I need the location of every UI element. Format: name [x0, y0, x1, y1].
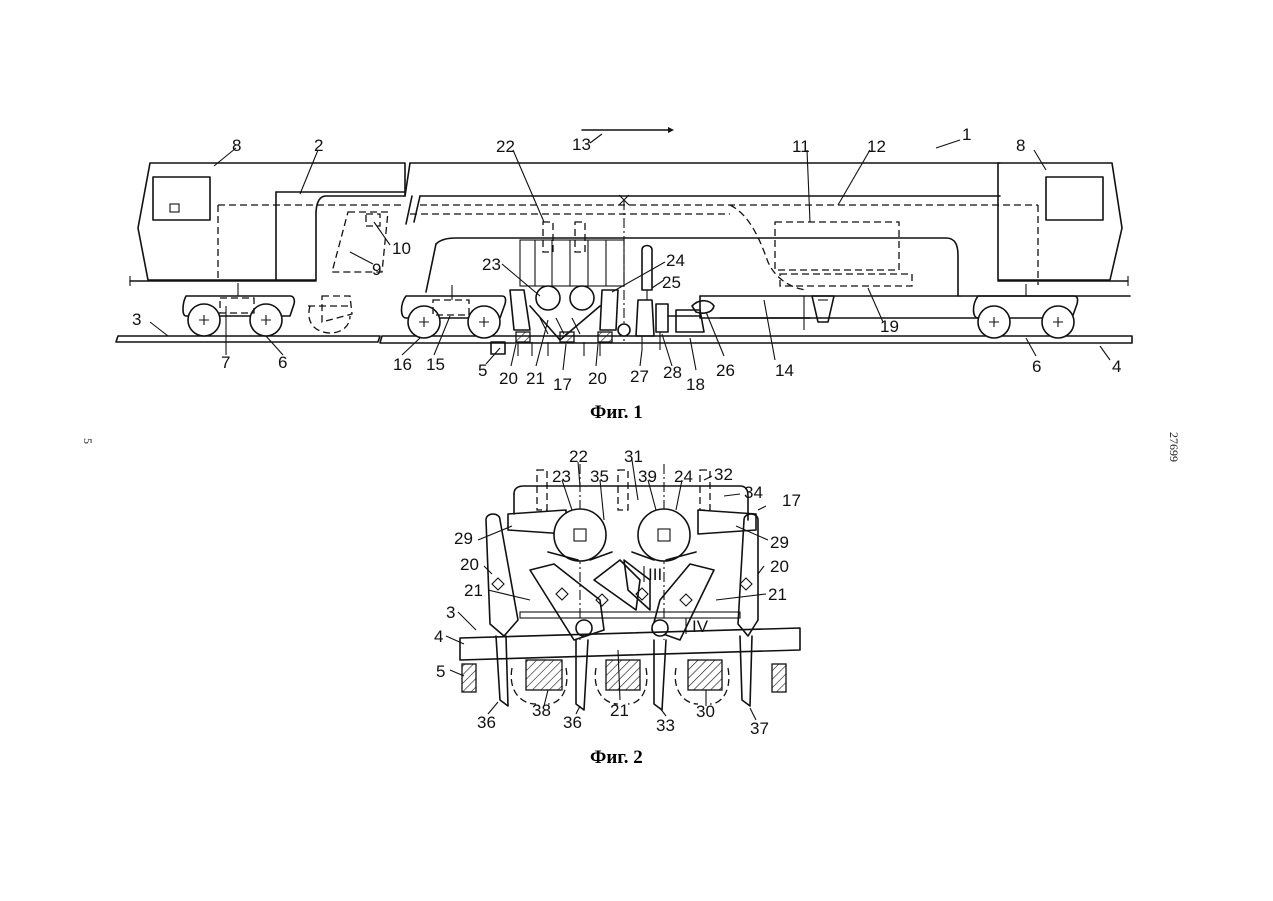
side-mark-right: 27699 — [1167, 432, 1181, 462]
label-34: 34 — [744, 483, 763, 502]
label-19: 19 — [880, 317, 899, 336]
label-18: 18 — [686, 375, 705, 394]
label-8-right: 8 — [1016, 136, 1025, 155]
label-36-mid: 36 — [563, 713, 582, 732]
caption-fig2: Фиг. 2 — [590, 747, 643, 768]
right-cab — [998, 163, 1128, 286]
drive-24 — [638, 509, 756, 561]
label-15: 15 — [426, 355, 445, 374]
label-27: 27 — [630, 367, 649, 386]
label-21-bottom: 21 — [610, 701, 629, 720]
right-bogie — [974, 284, 1078, 338]
label-25: 25 — [662, 273, 681, 292]
middle-bogie — [402, 285, 506, 338]
figure-2: 22 31 23 35 39 24 32 34 17 29 29 III 20 … — [434, 447, 801, 768]
label-24-fig2: 24 — [674, 467, 693, 486]
label-6-right: 6 — [1032, 357, 1041, 376]
label-6-left: 6 — [278, 353, 287, 372]
label-22-fig2: 22 — [569, 447, 588, 466]
main-frame — [405, 163, 1130, 330]
label-32: 32 — [714, 465, 733, 484]
label-39: 39 — [638, 467, 657, 486]
labels-fig1: 8 2 22 13 11 12 1 8 10 9 23 24 25 3 19 7… — [132, 125, 1121, 394]
left-cab — [130, 163, 405, 286]
label-7: 7 — [221, 353, 230, 372]
label-12: 12 — [867, 137, 886, 156]
label-20-left: 20 — [499, 369, 518, 388]
label-30: 30 — [696, 702, 715, 721]
direction-arrow — [582, 127, 674, 133]
frame-34 — [514, 486, 748, 520]
label-23-fig2: 23 — [552, 467, 571, 486]
label-38: 38 — [532, 701, 551, 720]
label-5-fig2: 5 — [436, 662, 445, 681]
label-8-left: 8 — [232, 136, 241, 155]
label-21: 21 — [526, 369, 545, 388]
label-26: 26 — [716, 361, 735, 380]
label-29-left: 29 — [454, 529, 473, 548]
side-mark-left: 5 — [81, 438, 95, 444]
label-23: 23 — [482, 255, 501, 274]
rod-24-25 — [618, 195, 652, 344]
label-16: 16 — [393, 355, 412, 374]
sleepers-fig2 — [462, 660, 786, 692]
label-20-right: 20 — [588, 369, 607, 388]
label-31: 31 — [624, 447, 643, 466]
label-20-right-fig2: 20 — [770, 557, 789, 576]
label-4: 4 — [1112, 357, 1121, 376]
label-13: 13 — [572, 135, 591, 154]
unit-11-19 — [775, 222, 912, 322]
arm-20-right — [738, 514, 758, 636]
rail-3 — [116, 336, 380, 342]
arm-20-left — [486, 514, 518, 636]
figure-1: 8 2 22 13 11 12 1 8 10 9 23 24 25 3 19 7… — [116, 125, 1132, 423]
label-21-right-fig2: 21 — [768, 585, 787, 604]
label-10: 10 — [392, 239, 411, 258]
leaders-fig1 — [150, 134, 1110, 370]
rail-fig2 — [460, 612, 800, 660]
label-9: 9 — [372, 260, 381, 279]
label-24: 24 — [666, 251, 685, 270]
label-5: 5 — [478, 361, 487, 380]
label-3: 3 — [132, 310, 141, 329]
caption-fig1: Фиг. 1 — [590, 402, 643, 423]
label-28: 28 — [663, 363, 682, 382]
label-14: 14 — [775, 361, 794, 380]
drive-23 — [508, 509, 606, 561]
label-1: 1 — [962, 125, 971, 144]
label-35: 35 — [590, 467, 609, 486]
label-3-fig2: 3 — [446, 603, 455, 622]
label-36-left: 36 — [477, 713, 496, 732]
label-4-fig2: 4 — [434, 627, 443, 646]
label-11: 11 — [792, 137, 810, 156]
label-37: 37 — [750, 719, 769, 738]
label-20-left-fig2: 20 — [460, 555, 479, 574]
label-33: 33 — [656, 716, 675, 735]
label-17-fig2: 17 — [782, 491, 801, 510]
label-29-right: 29 — [770, 533, 789, 552]
label-21-left-fig2: 21 — [464, 581, 483, 600]
label-2: 2 — [314, 136, 323, 155]
label-IV: IV — [692, 617, 709, 636]
tamping-unit-fig1 — [510, 222, 624, 356]
label-17: 17 — [553, 375, 572, 394]
label-22: 22 — [496, 137, 515, 156]
left-bogie — [183, 283, 294, 336]
label-III: III — [648, 565, 662, 584]
